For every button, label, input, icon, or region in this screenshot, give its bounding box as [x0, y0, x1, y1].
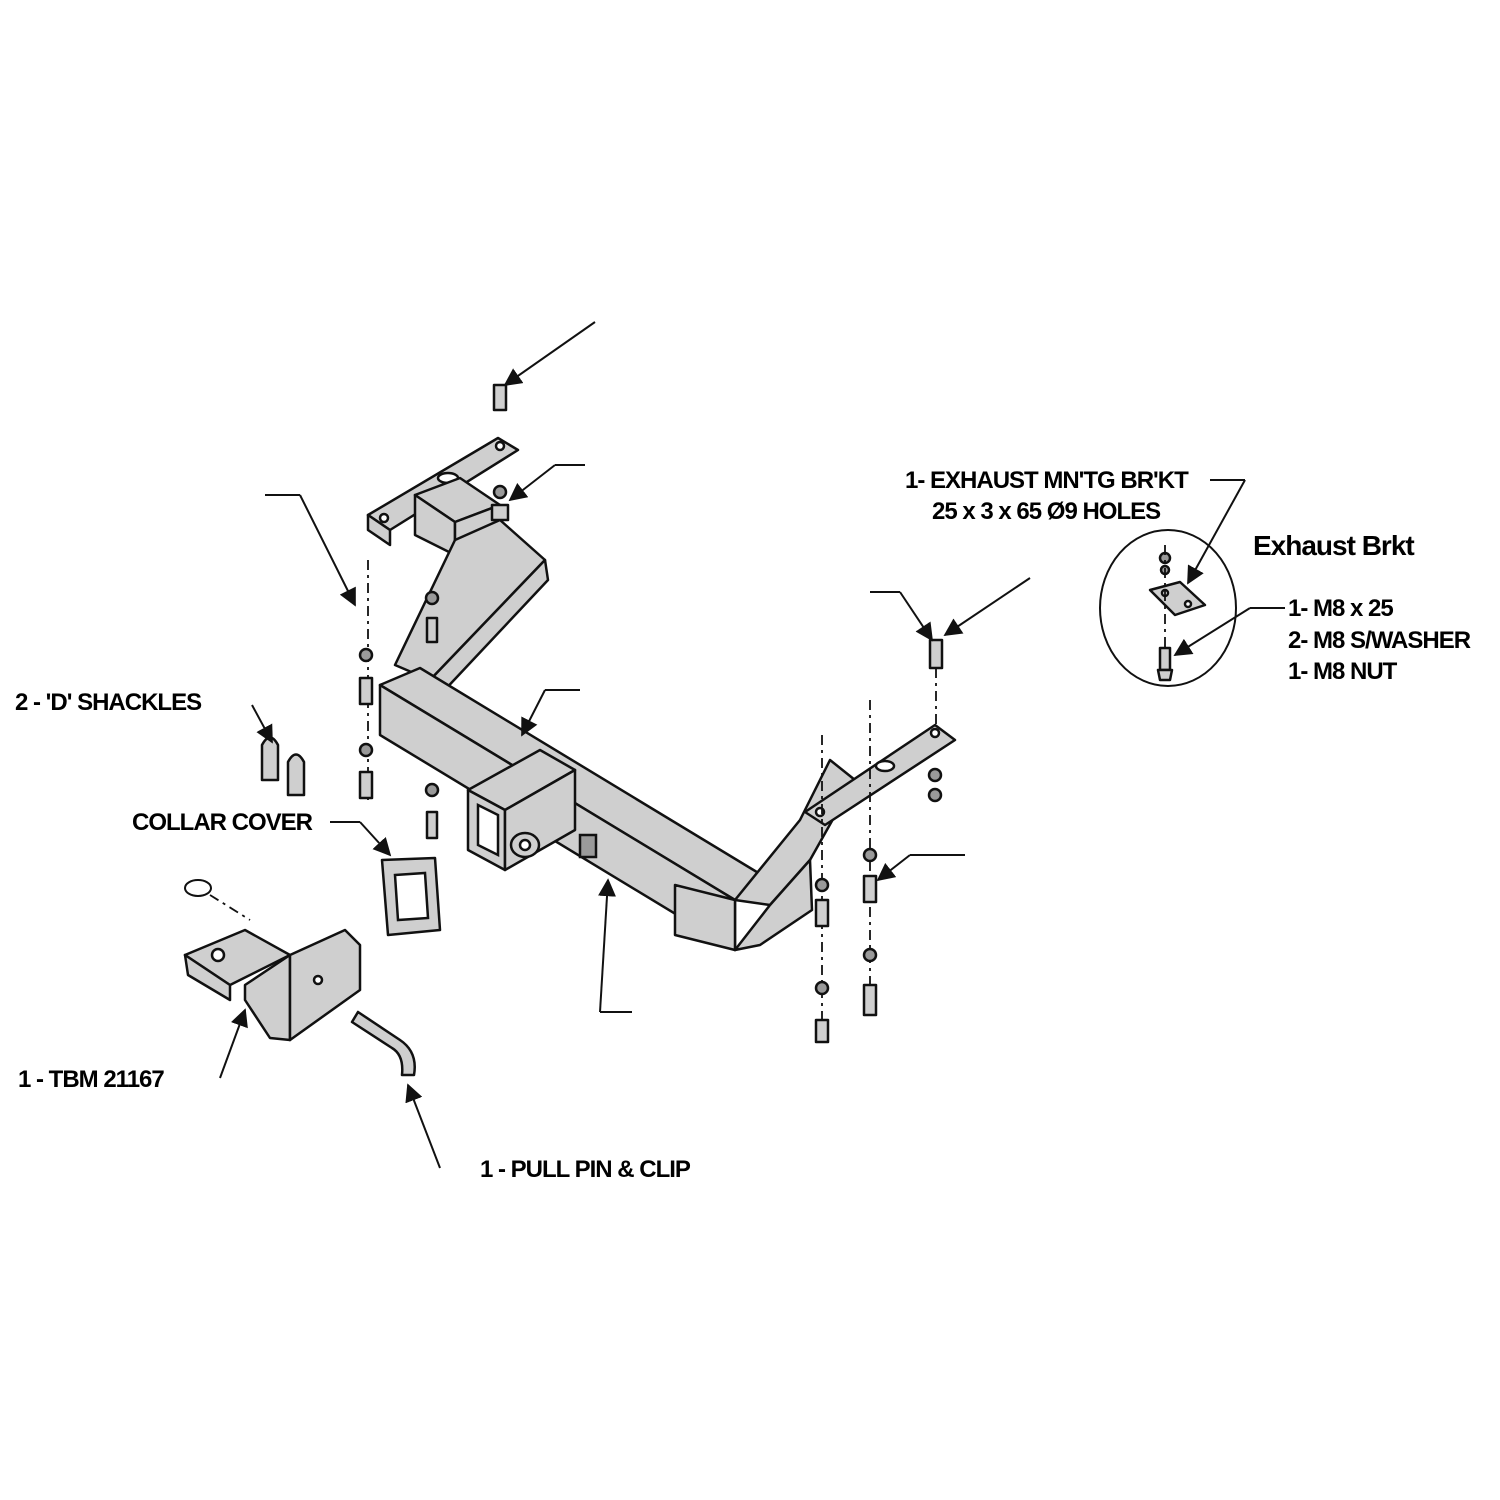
fasteners — [358, 383, 944, 1044]
exhaust-bracket-dims-label: 25 x 3 x 65 Ø9 HOLES — [932, 498, 1161, 525]
exhaust-bracket-detail — [1099, 529, 1237, 687]
pull-pin-and-clip — [184, 879, 416, 1077]
collar-cover — [380, 856, 442, 937]
exhaust-washer-label: 2- M8 S/WASHER — [1288, 627, 1471, 654]
collar-cover-label: COLLAR COVER — [132, 809, 313, 836]
d-shackles-label: 2 - 'D' SHACKLES — [15, 689, 202, 716]
exhaust-bolt-label: 1- M8 x 25 — [1288, 595, 1394, 622]
exhaust-detail-title: Exhaust Brkt — [1253, 530, 1415, 561]
pull-pin-label: 1 - PULL PIN & CLIP — [480, 1156, 691, 1183]
tow-ball-mount — [183, 928, 362, 1042]
exhaust-bracket-part-label: 1- EXHAUST MN'TG BR'KT — [905, 467, 1189, 494]
tow-ball-mount-label: 1 - TBM 21167 — [18, 1066, 165, 1093]
exhaust-nut-label: 1- M8 NUT — [1288, 658, 1397, 685]
receiver-hitch — [466, 748, 577, 872]
leader-lines — [219, 321, 1285, 1169]
d-shackles — [260, 736, 306, 797]
right-side-arm — [733, 723, 957, 952]
